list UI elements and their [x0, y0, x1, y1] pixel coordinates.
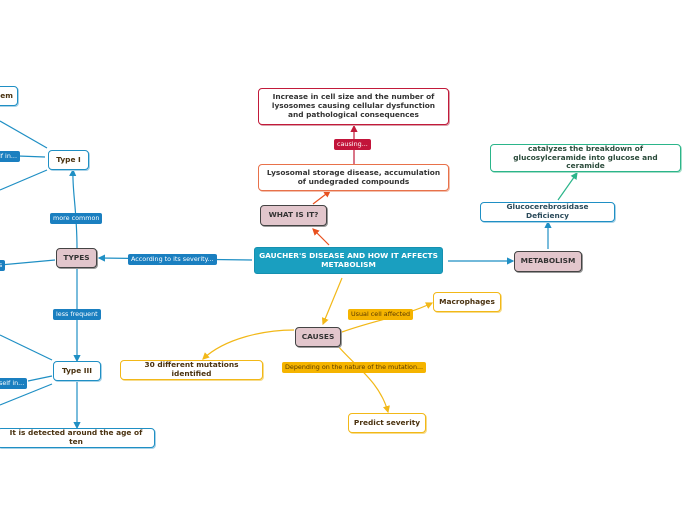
topic-lysosomal[interactable]: Lysosomal storage disease, accumulation … — [258, 164, 449, 191]
topic-gluco-deficiency-text: Glucocerebrosidase Deficiency — [506, 202, 589, 220]
topic-catalyzes-text: catalyzes the breakdown of glucosylceram… — [513, 143, 658, 171]
topic-detected-age-text: It is detected around the age of ten — [9, 428, 143, 446]
topic-causes-text: CAUSES — [301, 331, 335, 341]
label-partial-3[interactable]: self in... — [0, 378, 28, 389]
topic-increase[interactable]: Increase in cell size and the number of … — [258, 88, 449, 125]
topic-metabolism-text: METABOLISM — [520, 256, 576, 266]
topic-causes[interactable]: CAUSES — [295, 327, 341, 347]
label-usual-cell[interactable]: Usual cell affected — [348, 309, 414, 320]
topic-type-3[interactable]: Type III — [53, 361, 101, 381]
topic-macrophages-text: Macrophages — [439, 296, 495, 306]
label-more-common[interactable]: more common — [50, 213, 103, 224]
topic-type-1[interactable]: Type I — [48, 150, 89, 170]
topic-increase-text: Increase in cell size and the number of … — [271, 92, 436, 119]
topic-severity-text: Predict severity — [353, 417, 421, 427]
topic-what-is-it-text: WHAT IS IT? — [268, 210, 319, 220]
label-partial-1[interactable]: lf in... — [0, 151, 20, 162]
central-topic-text: GAUCHER'S DISEASE AND HOW IT AFFECTS MET… — [259, 250, 438, 269]
topic-types-text: TYPES — [63, 252, 90, 262]
topic-type-1-text: Type I — [56, 154, 81, 164]
topic-lysosomal-text: Lysosomal storage disease, accumulation … — [266, 167, 441, 186]
topic-gluco-deficiency[interactable]: Glucocerebrosidase Deficiency — [480, 202, 615, 222]
label-partial-2[interactable]: s — [0, 260, 5, 271]
topic-metabolism[interactable]: METABOLISM — [514, 251, 582, 272]
central-topic[interactable]: GAUCHER'S DISEASE AND HOW IT AFFECTS MET… — [254, 247, 443, 274]
topic-types[interactable]: TYPES — [56, 248, 97, 268]
label-less-frequent[interactable]: less frequent — [53, 309, 101, 320]
topic-severity[interactable]: Predict severity — [348, 413, 426, 433]
label-depending[interactable]: Depending on the nature of the mutation.… — [282, 362, 427, 373]
topic-type-3-text: Type III — [61, 365, 93, 375]
topic-partial-top[interactable]: em — [0, 86, 18, 106]
topic-macrophages[interactable]: Macrophages — [433, 292, 501, 312]
topic-what-is-it[interactable]: WHAT IS IT? — [260, 205, 327, 226]
topic-mutations[interactable]: 30 different mutations identified — [120, 360, 263, 380]
label-according[interactable]: According to its severity... — [128, 254, 217, 265]
label-causing[interactable]: causing... — [334, 139, 371, 150]
topic-partial-top-text: em — [0, 90, 13, 100]
topic-catalyzes[interactable]: catalyzes the breakdown of glucosylceram… — [490, 144, 681, 172]
topic-detected-age[interactable]: It is detected around the age of ten — [0, 428, 155, 448]
topic-mutations-text: 30 different mutations identified — [144, 360, 239, 378]
